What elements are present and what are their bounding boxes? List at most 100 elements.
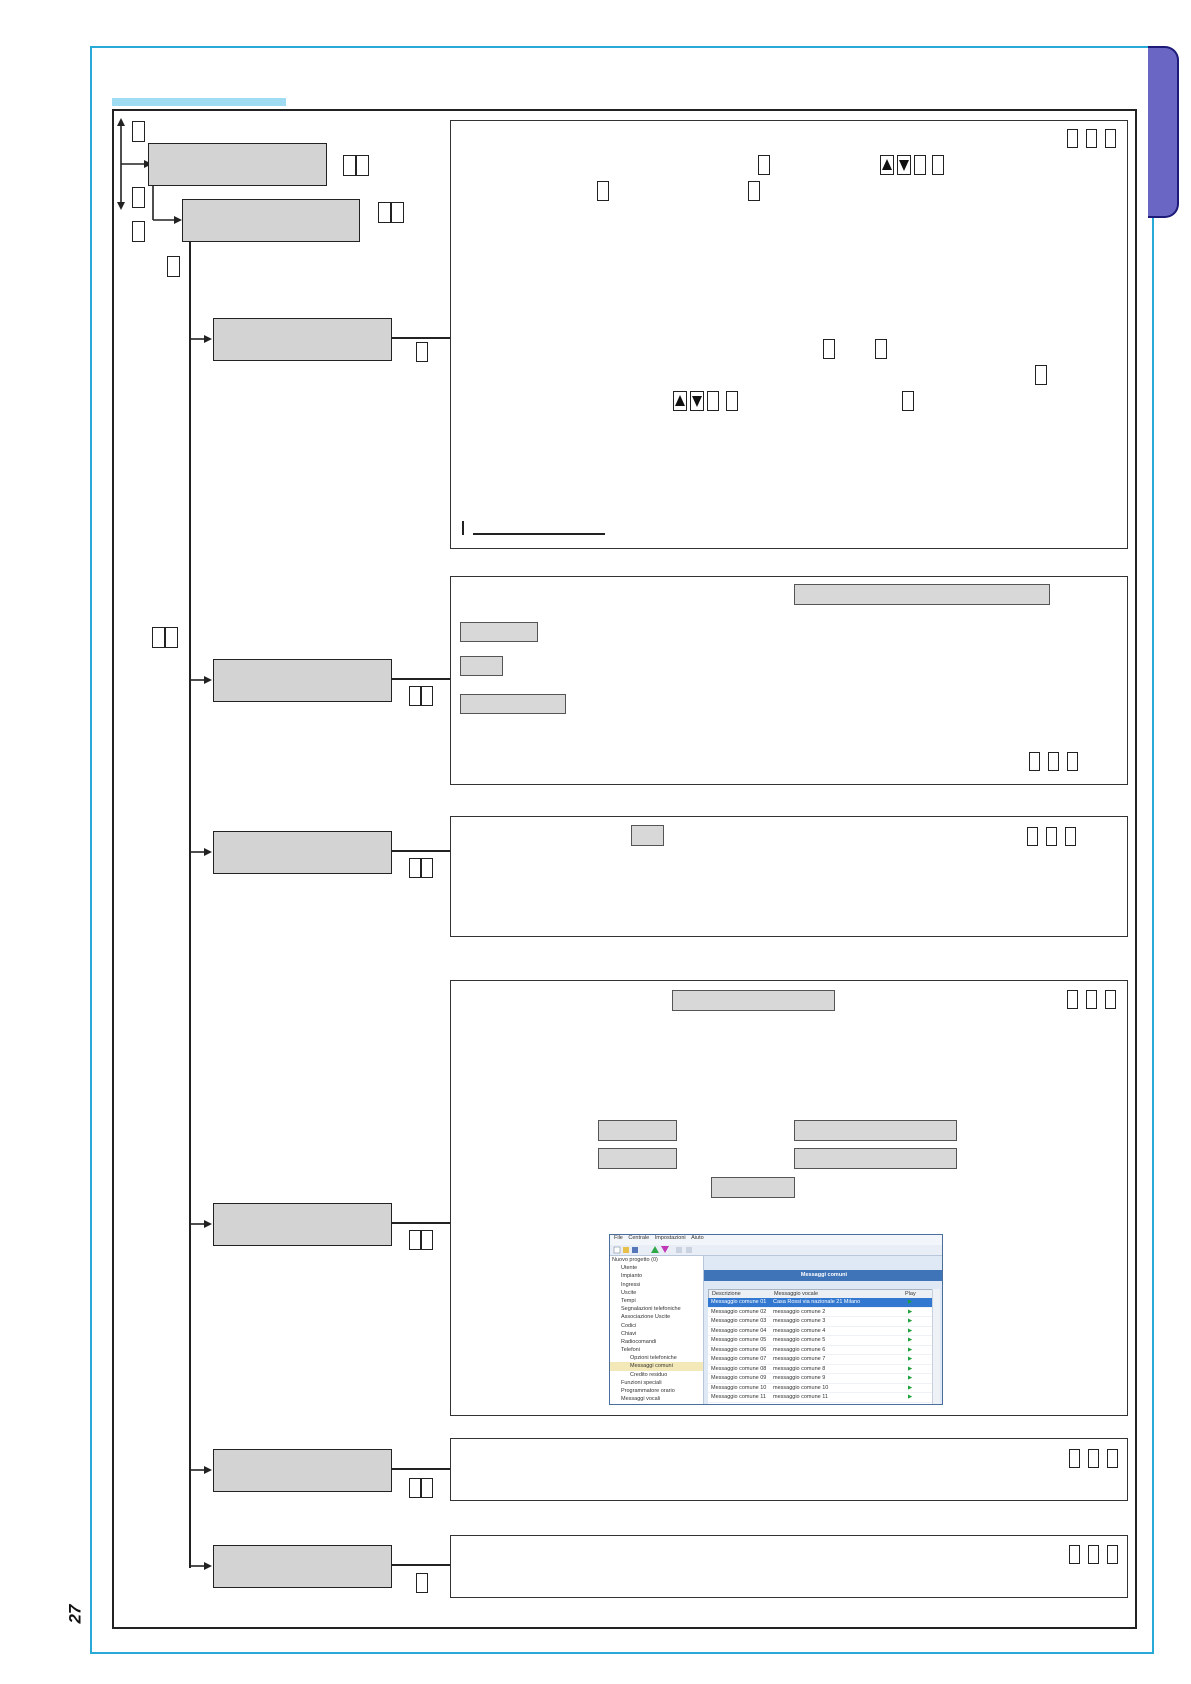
play-icon[interactable]: ▶ xyxy=(908,1375,913,1381)
play-icon[interactable]: ▶ xyxy=(908,1394,913,1400)
key-square xyxy=(875,339,887,359)
col-descrizione[interactable]: Descrizione xyxy=(712,1291,741,1297)
play-icon[interactable]: ▶ xyxy=(908,1308,913,1315)
menu-aiuto[interactable]: Aiuto xyxy=(691,1235,704,1241)
screenshot-panel-title: Messaggi comuni xyxy=(704,1270,942,1281)
tree-item[interactable]: Credito residuo xyxy=(630,1371,668,1378)
tree-item[interactable]: Tempi xyxy=(621,1297,636,1304)
play-icon[interactable]: ▶ xyxy=(908,1299,913,1305)
down-triangle-icon xyxy=(899,160,909,171)
menu-impostazioni[interactable]: Impostazioni xyxy=(654,1235,686,1241)
branch-arrow xyxy=(190,1466,212,1474)
cell-descrizione: Messaggio comune 11 xyxy=(711,1394,766,1400)
cell-messaggio-vocale: messaggio comune 4 xyxy=(773,1327,826,1334)
panel-1 xyxy=(450,120,1128,549)
branch-arrow xyxy=(190,335,212,343)
tree-item[interactable]: Associazione Uscite xyxy=(621,1314,671,1321)
play-icon[interactable]: ▶ xyxy=(908,1365,913,1372)
panel-connector xyxy=(392,1222,450,1224)
software-screenshot: File Centrale Impostazioni Aiuto Nuovo p… xyxy=(609,1234,943,1405)
scrollbar[interactable] xyxy=(932,1289,940,1404)
key-square xyxy=(409,858,421,878)
col-play[interactable]: Play xyxy=(905,1291,916,1297)
menu-box-1[interactable] xyxy=(213,318,392,361)
key-square xyxy=(902,391,914,411)
refresh-icon xyxy=(676,1247,682,1253)
cell-descrizione: Messaggio comune 08 xyxy=(711,1365,767,1372)
key-square xyxy=(597,181,609,201)
cell-messaggio-vocale: messaggio comune 5 xyxy=(773,1337,826,1343)
table-row[interactable]: Messaggio comune 12 messaggio comune 12 ▶ xyxy=(708,1402,933,1405)
page-frame xyxy=(90,46,1154,1654)
tree-item[interactable]: Nuovo progetto (0) xyxy=(612,1257,658,1263)
key-square xyxy=(748,181,760,201)
table-row[interactable]: Messaggio comune 11 messaggio comune 11 ▶ xyxy=(708,1393,933,1403)
menu-box-2[interactable] xyxy=(213,659,392,702)
cell-descrizione: Messaggio comune 01 xyxy=(711,1299,767,1305)
play-icon[interactable]: ▶ xyxy=(908,1337,913,1343)
tree-item[interactable]: Opzioni telefoniche xyxy=(630,1355,677,1362)
key-square xyxy=(416,342,428,362)
highlight-field xyxy=(672,990,835,1011)
panel-connector xyxy=(392,1468,450,1470)
menu-box-6[interactable] xyxy=(213,1545,392,1588)
play-icon[interactable]: ▶ xyxy=(908,1346,913,1353)
branch-arrow xyxy=(190,1562,212,1570)
play-icon[interactable]: ▶ xyxy=(908,1403,912,1405)
menu-file[interactable]: File xyxy=(614,1235,623,1241)
upload-icon xyxy=(651,1246,659,1253)
play-icon[interactable]: ▶ xyxy=(908,1384,913,1391)
menu-box-4[interactable] xyxy=(213,1203,392,1246)
cell-messaggio-vocale: messaggio comune 11 xyxy=(773,1394,828,1400)
key-square xyxy=(1086,129,1097,148)
tree-item[interactable]: Ingressi xyxy=(621,1281,641,1288)
tree-item[interactable]: Chiavi xyxy=(621,1330,637,1337)
up-down-keys xyxy=(673,391,704,411)
chapter-tab xyxy=(1148,46,1179,218)
cell-descrizione: Messaggio comune 04 xyxy=(711,1327,767,1334)
tree-item[interactable]: Segnalazioni telefoniche xyxy=(621,1306,681,1313)
key-square xyxy=(356,155,369,176)
table-row[interactable]: Messaggio comune 04 messaggio comune 4 ▶ xyxy=(708,1326,933,1336)
highlight-field xyxy=(460,694,566,714)
tree-item-selected[interactable]: Messaggi comuni xyxy=(610,1362,703,1371)
tree-item[interactable]: Messaggi vocali xyxy=(621,1396,661,1403)
menu-box-main[interactable] xyxy=(148,143,327,186)
screenshot-tree: Nuovo progetto (0) Utente Impianto Ingre… xyxy=(610,1256,704,1404)
toolbar-icons xyxy=(613,1246,692,1254)
tree-item[interactable]: Impianto xyxy=(621,1273,643,1280)
tree-item[interactable]: Programmatore orario xyxy=(621,1388,675,1394)
menu-box-3[interactable] xyxy=(213,831,392,874)
play-icon[interactable]: ▶ xyxy=(908,1318,913,1324)
tree-item[interactable]: Utente xyxy=(621,1265,638,1272)
tree-item[interactable]: Telefoni xyxy=(621,1347,640,1354)
key-square xyxy=(132,187,145,208)
down-triangle-icon xyxy=(692,396,702,407)
play-icon[interactable]: ▶ xyxy=(908,1356,913,1362)
cell-descrizione: Messaggio comune 12 xyxy=(711,1403,766,1405)
play-icon[interactable]: ▶ xyxy=(908,1327,913,1334)
tree-item[interactable]: Radiocomandi xyxy=(621,1338,657,1345)
cell-messaggio-vocale: messaggio comune 12 xyxy=(773,1403,828,1405)
tree-item[interactable]: Codici xyxy=(621,1322,637,1329)
tree-item[interactable]: Uscite xyxy=(621,1289,637,1296)
content-frame xyxy=(112,109,1137,1629)
menu-box-5[interactable] xyxy=(213,1449,392,1492)
menu-box-sub[interactable] xyxy=(182,199,360,242)
cell-messaggio-vocale: messaggio comune 3 xyxy=(773,1318,826,1324)
panel-connector xyxy=(392,678,450,680)
tree-item[interactable]: Funzioni speciali xyxy=(621,1379,662,1386)
underline-field xyxy=(473,533,605,535)
col-messaggio-vocale[interactable]: Messaggio vocale xyxy=(774,1291,819,1297)
menu-centrale[interactable]: Centrale xyxy=(628,1235,650,1241)
key-square xyxy=(378,202,391,223)
